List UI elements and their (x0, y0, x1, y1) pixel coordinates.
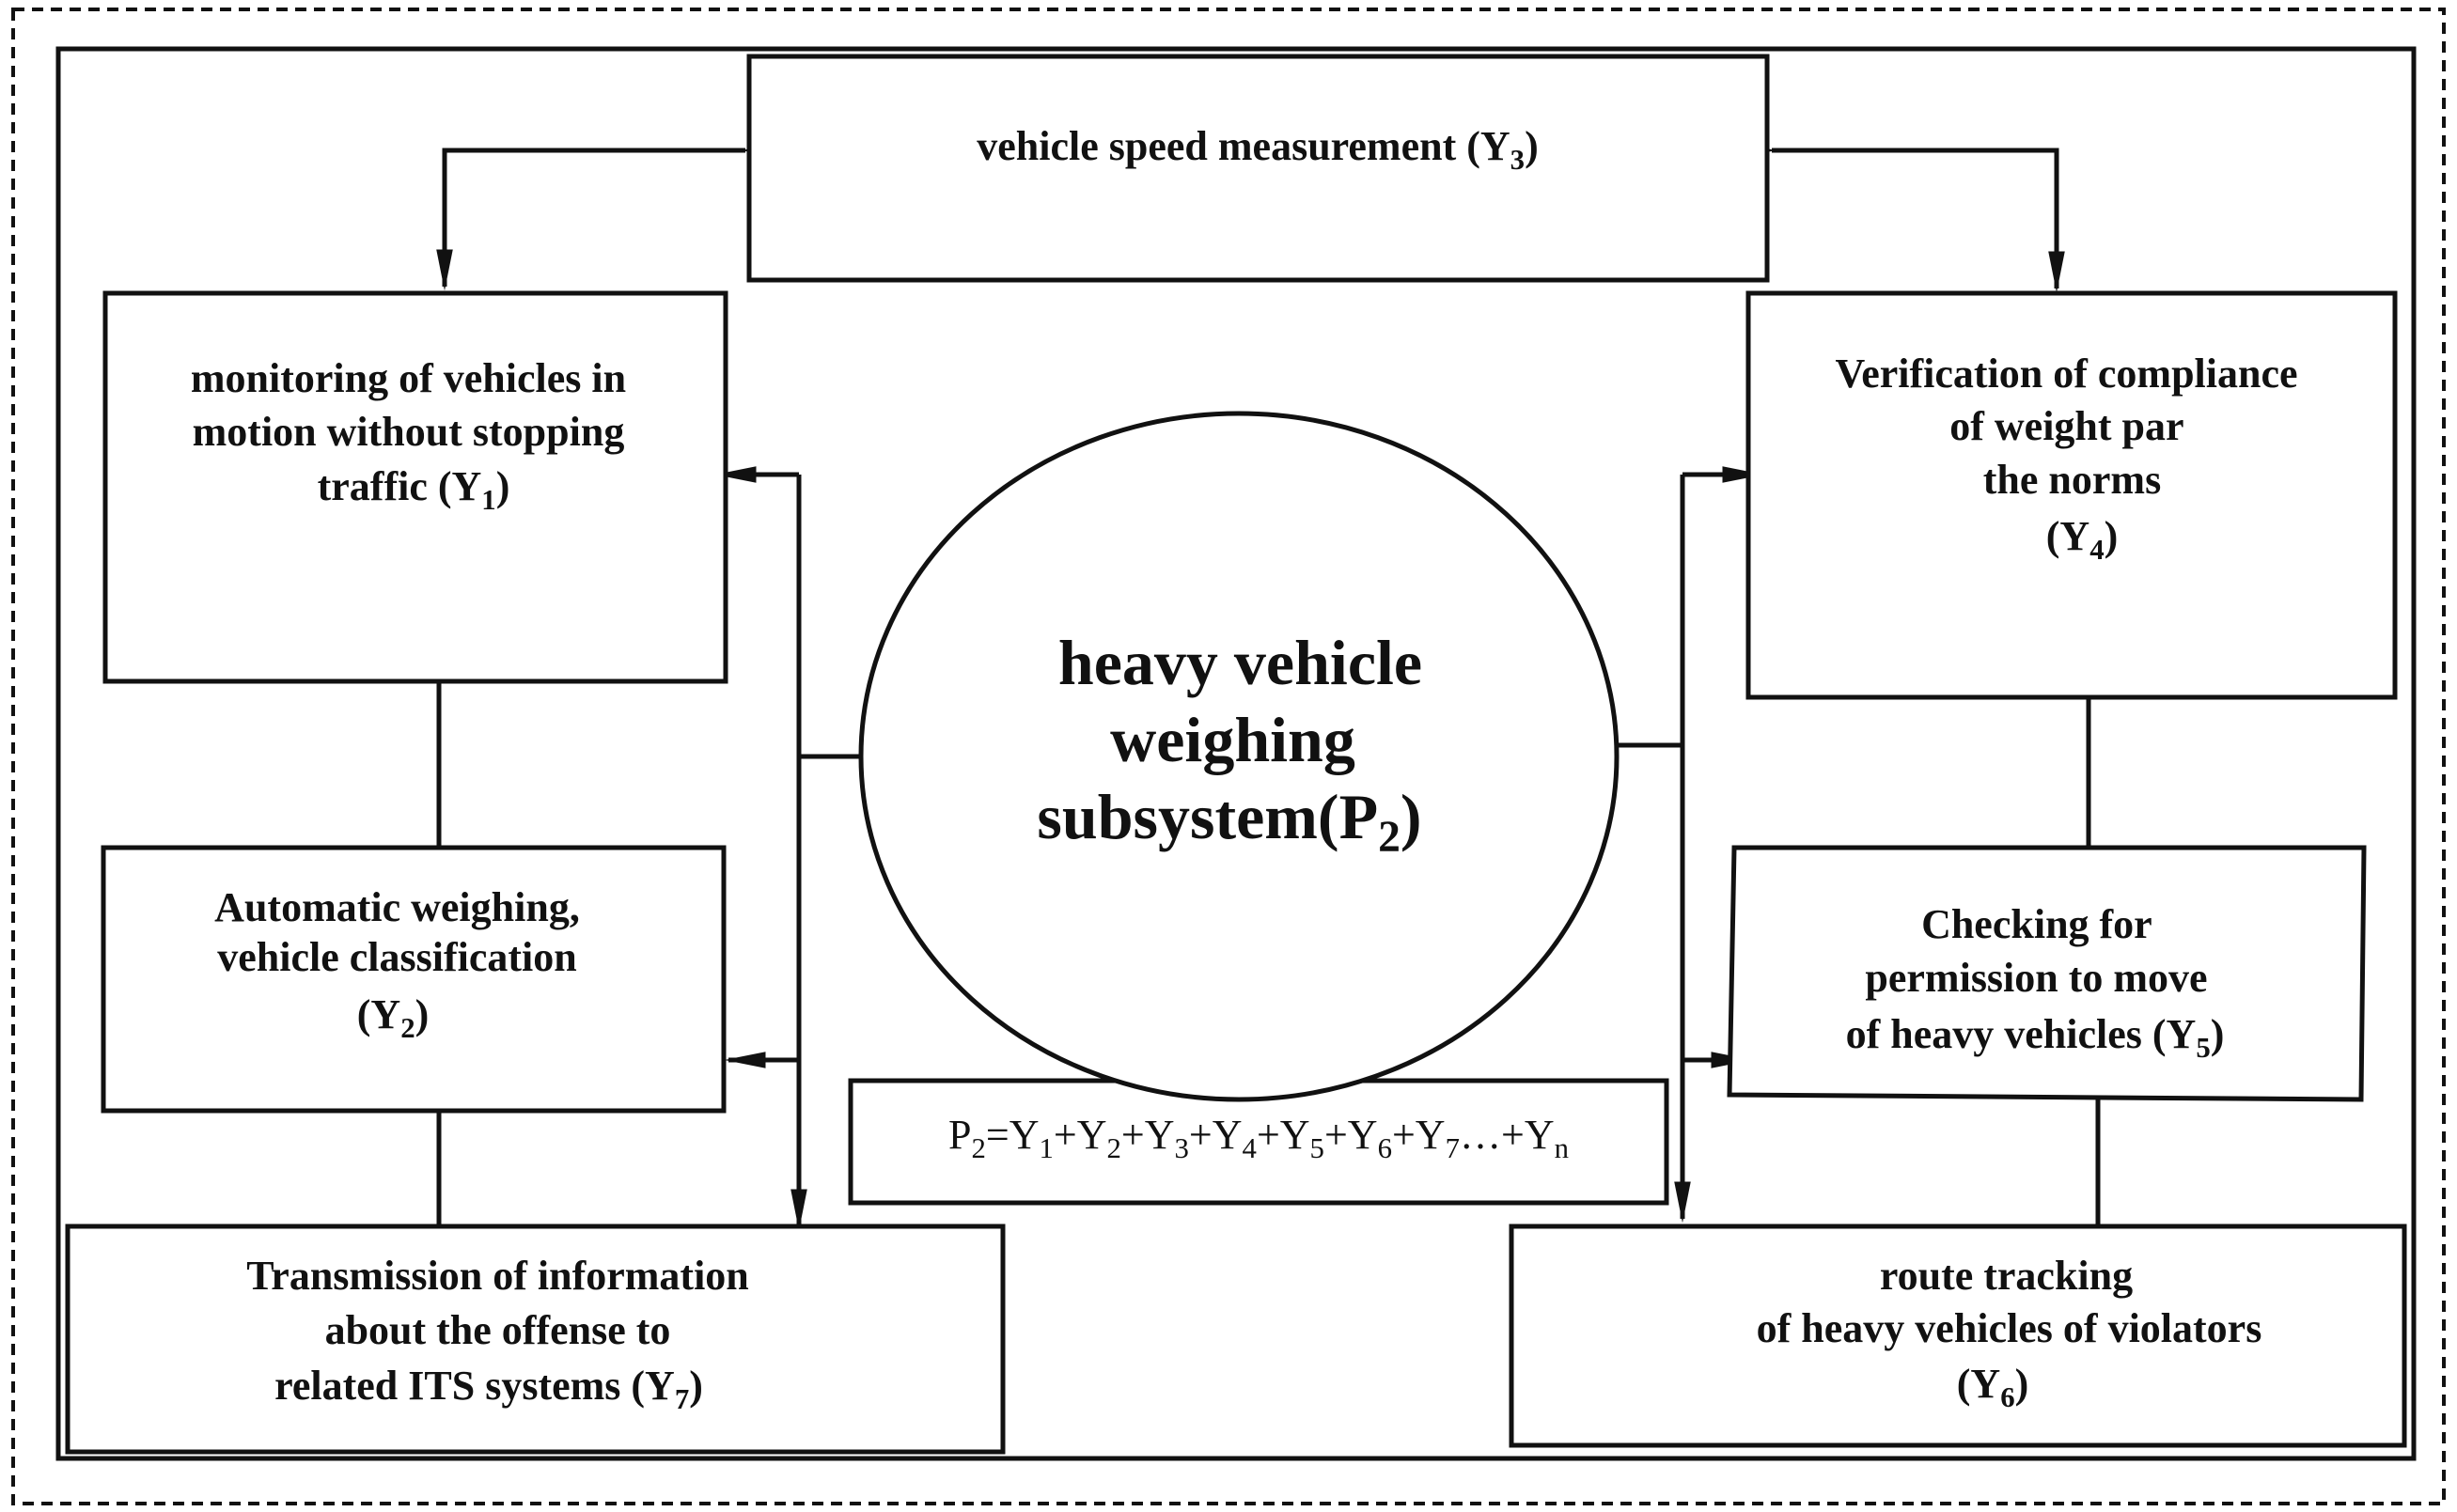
formula-operator: = (986, 1112, 1009, 1158)
formula-term-subscript: 3 (1175, 1132, 1189, 1164)
formula-term-symbol: Y (1213, 1112, 1243, 1158)
label-y5: Checking for permission to move of heavy… (1846, 901, 2225, 1064)
formula-term-subscript: 4 (1243, 1132, 1257, 1164)
label-y4: Verification of compliance of weight par… (1835, 351, 2308, 566)
box-y3 (746, 54, 1770, 283)
label-center: heavy vehicle weighing subsystem(P2) (1037, 627, 1438, 862)
formula-term-subscript: 7 (1446, 1132, 1460, 1164)
formula-operator: + (1189, 1112, 1213, 1158)
text-layer: vehicle speed measurement (Y3) monitorin… (191, 123, 2308, 1415)
boxes (65, 54, 2407, 1455)
formula-term-subscript: n (1555, 1132, 1569, 1164)
formula-operator: + (1121, 1112, 1145, 1158)
inner-frame (55, 46, 2417, 1461)
formula-operator: + (1257, 1112, 1280, 1158)
label-y1: monitoring of vehicles in motion without… (191, 355, 636, 516)
formula-operator: …+ (1460, 1112, 1525, 1158)
label-y3: vehicle speed measurement (Y3) (977, 123, 1538, 176)
label-y7: Transmission of information about the of… (246, 1253, 759, 1415)
box-y5 (1727, 845, 2367, 1102)
box-y2 (101, 845, 727, 1114)
formula-term-subscript: 6 (1378, 1132, 1392, 1164)
box-y1 (102, 290, 728, 684)
formula-term-symbol: Y (1525, 1112, 1555, 1158)
label-formula: P2=Y1+Y2+Y3+Y4+Y5+Y6+Y7…+Yn (948, 1112, 1569, 1164)
label-y6: route tracking of heavy vehicles of viol… (1757, 1253, 2273, 1413)
formula-term-symbol: Y (1280, 1112, 1310, 1158)
formula-term-symbol: Y (1416, 1112, 1446, 1158)
formula-term-symbol: Y (1145, 1112, 1175, 1158)
formula-term-subscript: 1 (1039, 1132, 1053, 1164)
connectors (436, 142, 2101, 1231)
formula-term-symbol: P (948, 1112, 971, 1158)
center-circle (858, 411, 1620, 1102)
box-y6 (1509, 1224, 2407, 1448)
box-y4 (1745, 290, 2398, 700)
formula-term-subscript: 2 (971, 1132, 985, 1164)
formula-operator: + (1324, 1112, 1348, 1158)
formula-operator: + (1054, 1112, 1077, 1158)
connector-y3-y1 (436, 142, 783, 291)
formula-operator: + (1392, 1112, 1416, 1158)
formula-term-subscript: 2 (1107, 1132, 1121, 1164)
connector-y3-y4 (1734, 142, 2065, 293)
formula-term-symbol: Y (1077, 1112, 1107, 1158)
formula-term-subscript: 5 (1310, 1132, 1324, 1164)
label-y2: Automatic weighing, vehicle classificati… (214, 884, 590, 1044)
outer-dashed-border (11, 8, 2446, 1505)
formula-term-symbol: Y (1009, 1112, 1040, 1158)
formula-term-symbol: Y (1348, 1112, 1378, 1158)
box-y7 (65, 1224, 1006, 1455)
